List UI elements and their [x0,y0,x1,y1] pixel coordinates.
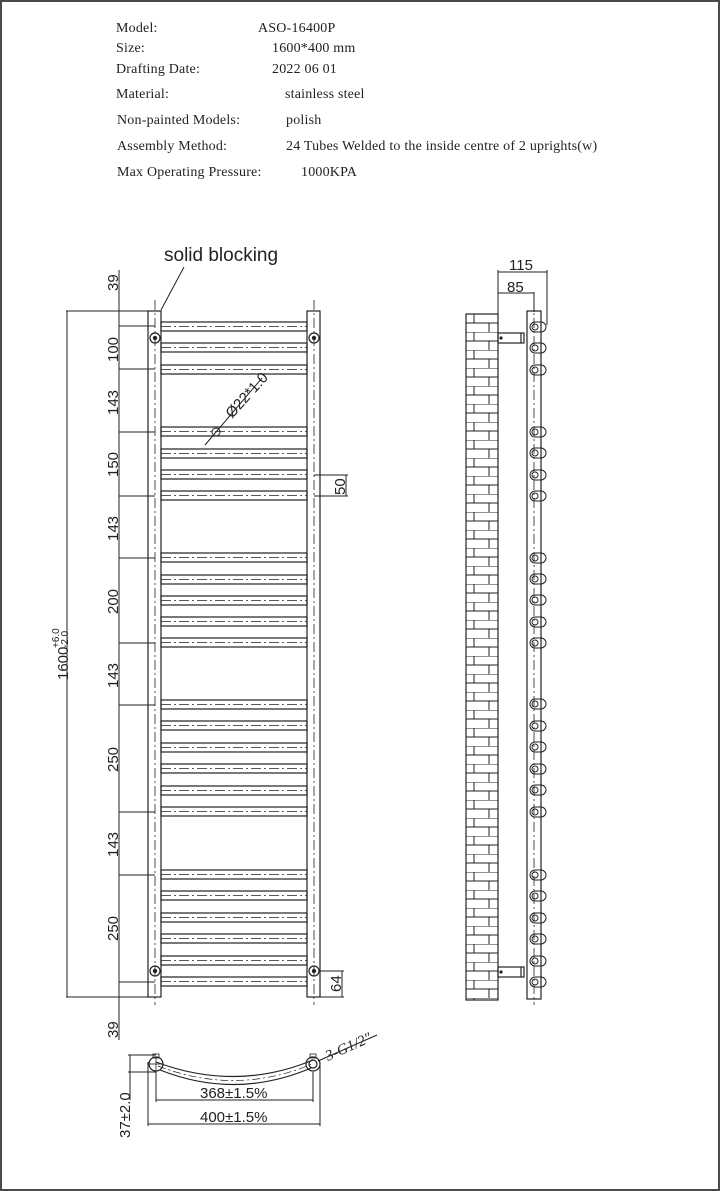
spec-material-label: Material: [116,87,170,102]
right-upright [306,310,321,998]
outer-width-label: 400±1.5% [200,1109,267,1126]
spec-date-label: Drafting Date: [116,62,201,77]
dim-top-39: 39 [105,274,122,291]
spec-model-label: Model: [116,21,158,36]
height-tolerance-lower: -2.0 [60,630,71,648]
front-view [66,266,348,1040]
spec-pressure-value: 1000KPA [301,165,358,180]
solid-blocking-label: solid blocking [164,245,278,266]
tube-group-3 [160,552,308,648]
dim-250-b: 250 [105,916,122,941]
height-tolerance-upper: +6.0 [51,628,62,648]
spec-size-label: Size: [116,41,145,56]
dim-143-d: 143 [105,832,122,857]
dim-64: 64 [328,975,345,992]
side-dim-115: 115 [509,257,533,274]
dim-50: 50 [332,478,349,495]
tube-group-4 [160,699,308,817]
spec-finish-value: polish [286,113,322,128]
side-dim-85: 85 [507,279,524,296]
spec-finish-label: Non-painted Models: [117,113,241,128]
overall-height-label: 1600 [55,647,72,680]
spec-assembly-label: Assembly Method: [117,139,228,154]
dim-bottom-39: 39 [105,1021,122,1038]
left-upright [147,310,162,998]
spec-date-value: 2022 06 01 [272,62,337,77]
tube-group-1 [160,321,308,375]
spec-model-value: ASO-16400P [258,21,336,36]
tube-diameter-label: Ø22*1.0 [222,369,271,421]
dim-100: 100 [105,337,122,362]
dim-150: 150 [105,452,122,477]
tube-group-2 [160,426,308,501]
spec-size-value: 1600*400 mm [272,41,356,56]
tube-nubs [529,321,547,988]
spec-assembly-value: 24 Tubes Welded to the inside centre of … [286,139,598,154]
dim-143-b: 143 [105,516,122,541]
side-view [465,270,548,1005]
brick-wall [465,313,499,1001]
tube-group-5 [160,869,308,987]
connection-size-label: 3-G1/2" [322,1030,375,1065]
dim-250-a: 250 [105,747,122,772]
plan-view [128,1034,378,1126]
spec-material-value: stainless steel [285,87,365,102]
depth-label: 37±2.0 [117,1092,134,1138]
dim-200: 200 [105,589,122,614]
dim-143-a: 143 [105,390,122,415]
dim-143-c: 143 [105,663,122,688]
spec-pressure-label: Max Operating Pressure: [117,165,262,180]
inner-width-label: 368±1.5% [200,1085,267,1102]
